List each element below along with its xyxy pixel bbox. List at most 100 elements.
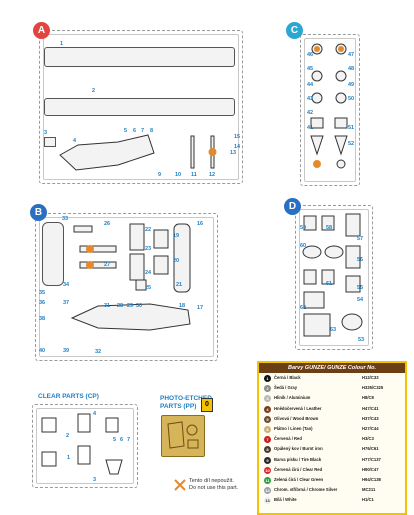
part-num: 30 [136, 303, 143, 309]
paint-swatch-icon: 9 [264, 456, 271, 464]
legend-colour-name: Olivová / Wood Brown [274, 415, 319, 421]
legend-colour-name: Plátno / Linen (Tan) [274, 425, 313, 431]
legend-colour-name: Červená čirá / Clear Red [274, 466, 323, 472]
sprue-b-badge: B [30, 204, 47, 221]
legend-colour-code: H8/C8 [362, 395, 374, 401]
legend-number: 10 [265, 467, 270, 473]
part-num: 8 [150, 128, 154, 134]
part-num: 17 [197, 305, 204, 311]
part-num: 38 [39, 316, 46, 322]
legend-colour-code: H76/C61 [362, 446, 379, 452]
part-num: 39 [63, 348, 70, 354]
seat-part [42, 222, 64, 286]
photo-etched-title: PHOTO-ETCHED PARTS (PP) [160, 395, 212, 411]
legend-colour-code: H1/C1 [362, 497, 374, 503]
part-num: 21 [176, 282, 183, 288]
legend-colour-name: Červená / Red [274, 436, 302, 442]
legend-number: 13 [265, 498, 270, 504]
sprue-c-badge: C [286, 22, 303, 39]
legend-number: 3 [266, 396, 269, 402]
part-num: 61 [326, 281, 333, 287]
part-num: 29 [127, 303, 134, 309]
sprue-d-badge: D [284, 198, 301, 215]
paint-swatch-icon: 4 [264, 405, 271, 413]
part-num: 7 [141, 128, 145, 134]
legend-row: 1 Černá / Black H12/C33 [259, 373, 405, 383]
part-num: 11 [191, 172, 197, 178]
legend-colour-code: H27/C44 [362, 425, 379, 431]
paint-swatch-icon: 6 [264, 425, 271, 433]
legend-number: 6 [266, 426, 269, 432]
part-num: 40 [39, 348, 46, 354]
part-num: 34 [63, 282, 70, 288]
part-num: 3 [44, 130, 48, 136]
legend-colour-code: H12/C33 [362, 375, 379, 380]
part-num: 22 [145, 227, 152, 233]
part-num: 6 [120, 437, 124, 443]
part-num: 46 [307, 52, 314, 58]
legend-colour-name: Šedá / Gray [274, 385, 298, 391]
sprue-b-parts [70, 223, 191, 331]
part-num: 28 [117, 303, 124, 309]
paint-swatch-icon: 5 [264, 415, 271, 423]
legend-number: 12 [265, 488, 270, 494]
legend-number: 1 [266, 376, 269, 381]
sprue-d-parts [302, 213, 363, 337]
photo-etched-plate [161, 415, 205, 457]
part-num: 47 [348, 52, 355, 58]
paint-swatch-icon: 1 [264, 375, 271, 382]
paint-swatch-icon: 13 [264, 497, 271, 505]
clear-parts-shapes [41, 413, 123, 475]
part-num: 2 [66, 433, 70, 439]
part-num: 5 [124, 128, 128, 134]
part-num: 26 [104, 221, 111, 227]
photo-etched-title-line1: PHOTO-ETCHED [160, 395, 212, 402]
part-num: 24 [145, 270, 152, 276]
legend-colour-code: H94/C138 [362, 476, 381, 482]
part-num: 44 [307, 82, 314, 88]
paint-swatch-icon: 7 [264, 436, 271, 444]
sprue-a-badge: A [33, 22, 50, 39]
part-num: 43 [307, 96, 314, 102]
part-num: 15 [234, 134, 241, 140]
do-not-use-note: Tento díl nepoužít. Do not use this part… [189, 478, 238, 492]
legend-number: 8 [266, 447, 269, 453]
small-part [44, 137, 56, 147]
part-num: 25 [145, 285, 152, 291]
part-num: 55 [357, 285, 364, 291]
legend-colour-code: H90/C47 [362, 466, 379, 472]
legend-colour-code: H47/C41 [362, 405, 379, 411]
part-num: 59 [300, 225, 307, 231]
part-num: 2 [92, 88, 96, 94]
legend-colour-code: MC211 [362, 487, 376, 493]
part-num: 57 [357, 236, 364, 242]
part-num: 42 [307, 110, 314, 116]
part-num: 53 [358, 337, 365, 343]
part-num: 35 [39, 290, 46, 296]
note-line1: Tento díl nepoužít. [189, 478, 234, 484]
legend-number: 7 [266, 437, 269, 443]
do-not-use-icon [174, 479, 186, 491]
part-num: 63 [330, 327, 337, 333]
paint-swatch-icon: 11 [264, 476, 271, 484]
photo-etched-badge: 0 [201, 398, 213, 412]
part-num: 3 [93, 477, 97, 483]
legend-colour-name: Opálený kov / Burnt iron [274, 446, 323, 452]
legend-colour-name: Zelená čirá / Clear Green [274, 476, 324, 482]
fuselage-a-part [59, 134, 155, 171]
legend-colour-name: Černá / Black [274, 375, 301, 380]
legend-number: 5 [266, 416, 269, 422]
note-line2: Do not use this part. [189, 485, 239, 491]
part-num: 37 [63, 300, 70, 306]
part-num: 4 [93, 411, 97, 417]
part-num: 33 [62, 216, 69, 222]
part-num: 9 [158, 172, 162, 178]
part-num: 16 [197, 221, 204, 227]
part-num: 27 [104, 262, 111, 268]
